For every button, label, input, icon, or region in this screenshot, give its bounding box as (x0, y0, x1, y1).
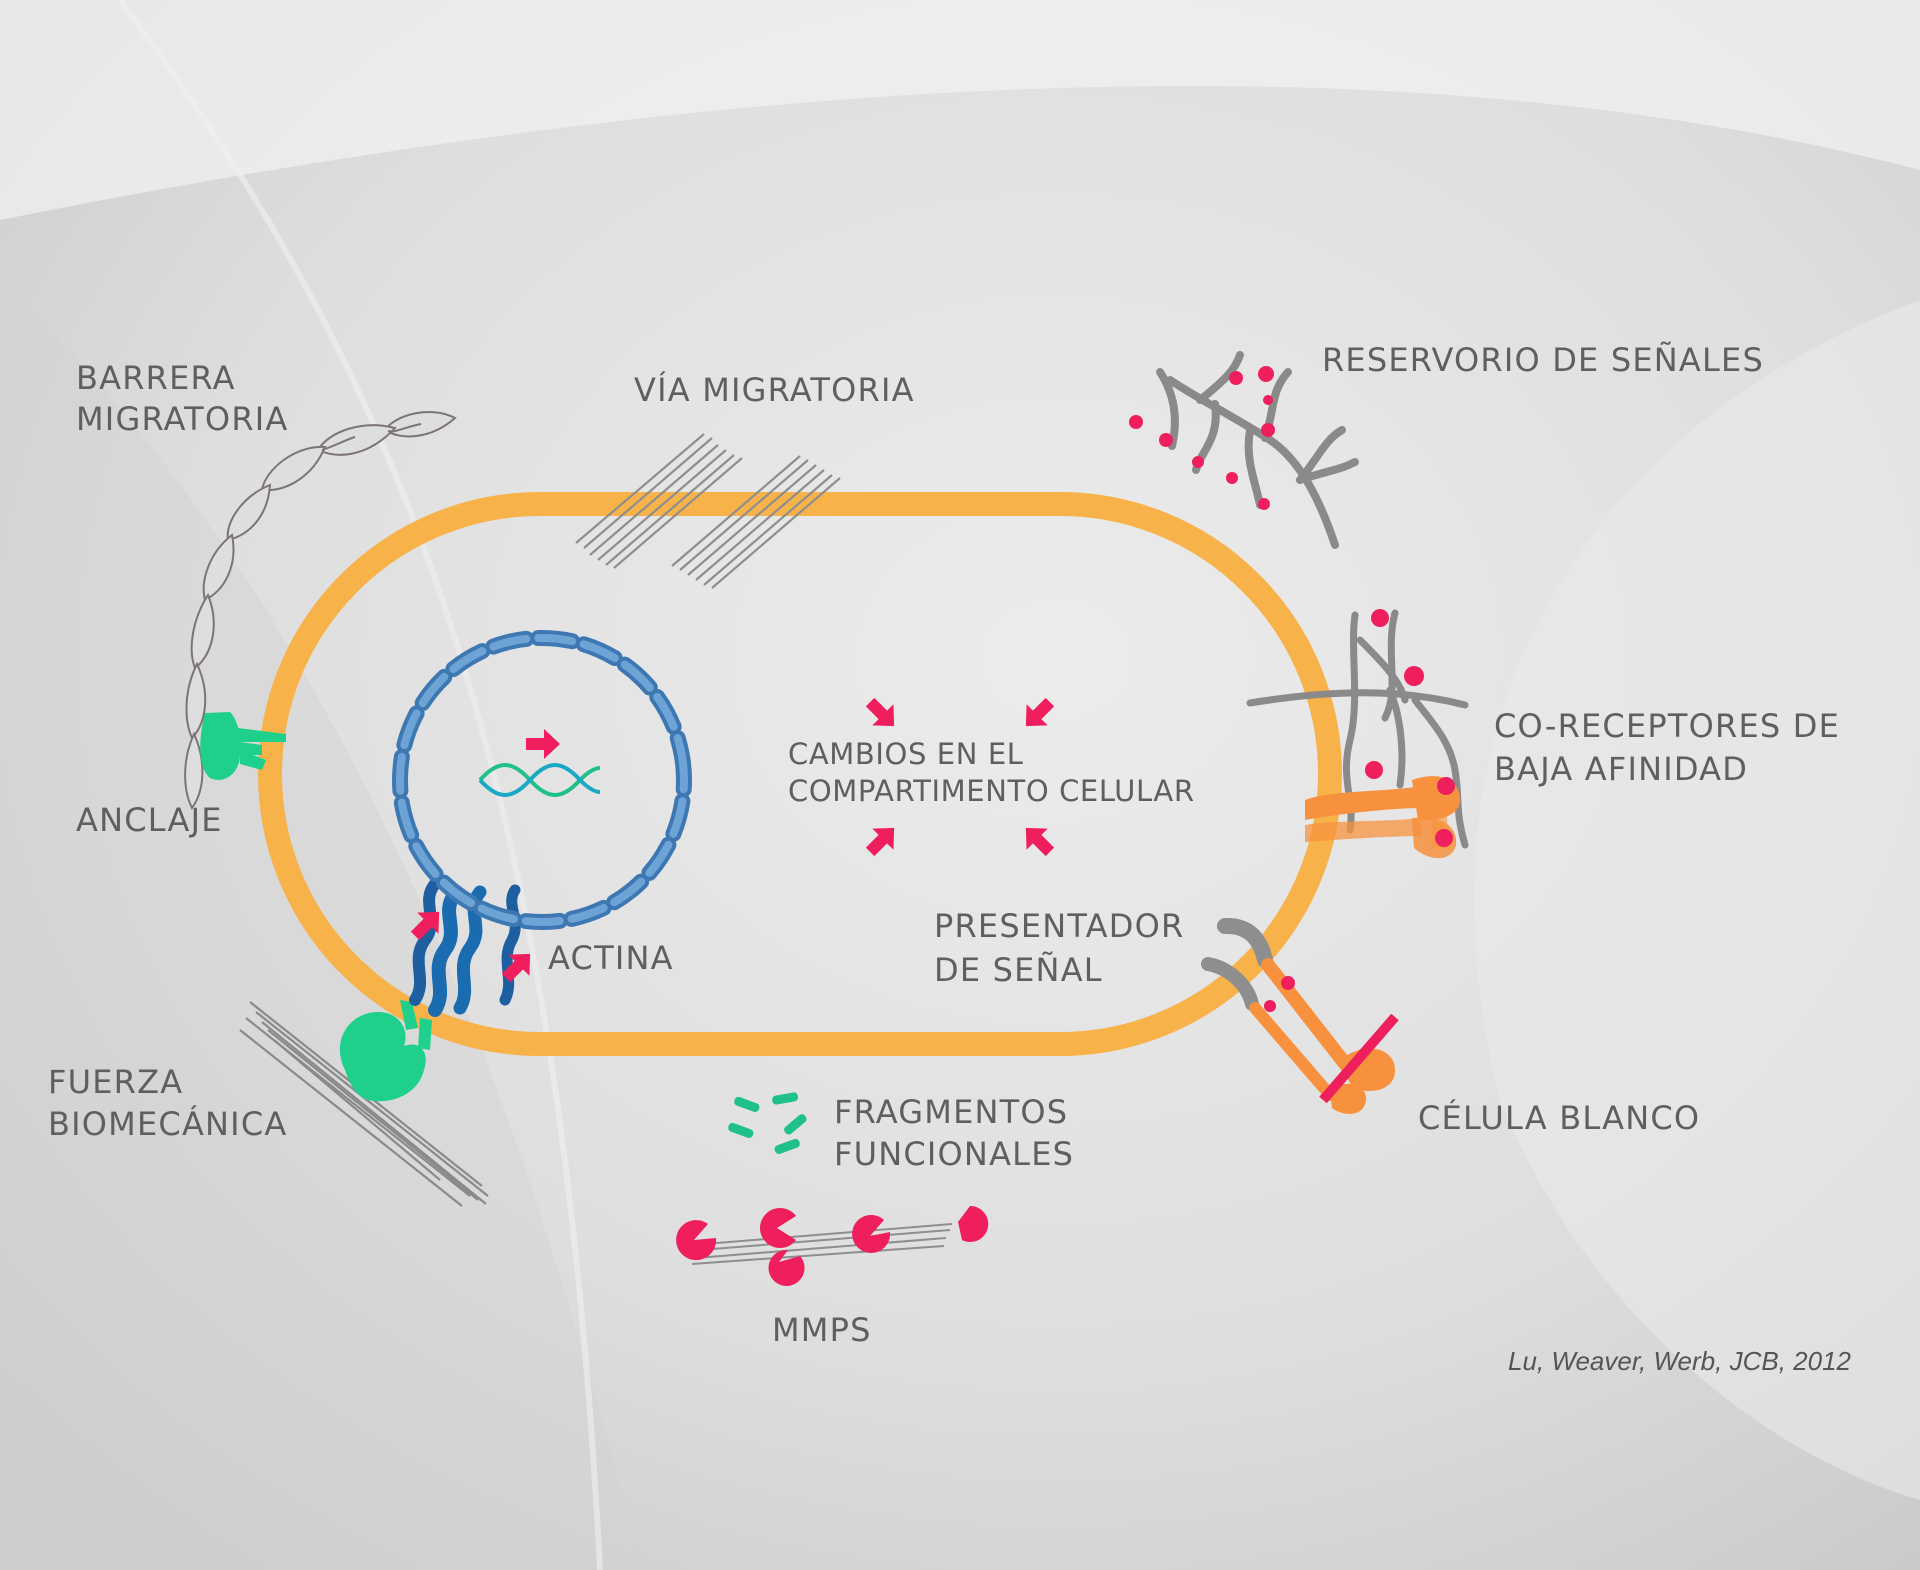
migration-fibers (575, 433, 841, 589)
signal-dot-icon (1264, 976, 1295, 1012)
label-barrier-line-2: MIGRATORIA (76, 400, 289, 438)
label-mmps: MMPS (772, 1311, 872, 1349)
label-signal-presenter-line-1: PRESENTADOR (934, 907, 1185, 945)
cell-membrane (258, 492, 1342, 1056)
coreceptor-fibers (1246, 609, 1469, 849)
label-fragments-line-2: FUNCIONALES (834, 1135, 1075, 1173)
label-anchor: ANCLAJE (76, 801, 223, 839)
label-cell-changes-line-1: CAMBIOS EN EL (788, 737, 1024, 771)
anchor-protein (200, 712, 286, 780)
arrow-icon (859, 691, 905, 737)
target-cell-block (1319, 1013, 1399, 1104)
mmp-fibers (691, 1223, 953, 1265)
citation: Lu, Weaver, Werb, JCB, 2012 (1508, 1346, 1851, 1376)
label-force-line-2: BIOMECÁNICA (48, 1105, 288, 1143)
label-cell-changes-line-2: COMPARTIMENTO CELULAR (788, 774, 1195, 808)
label-target-cell: CÉLULA BLANCO (1418, 1099, 1701, 1137)
dna-icon (478, 763, 601, 797)
functional-fragments (728, 1092, 807, 1155)
signal-dot-icon (1365, 609, 1455, 847)
label-migration-path: VÍA MIGRATORIA (634, 371, 915, 409)
signal-reservoir-fibers (1156, 351, 1359, 549)
signal-dot-icon (1129, 366, 1275, 510)
label-signal-reservoir: RESERVORIO DE SEÑALES (1322, 341, 1764, 379)
label-force-line-1: FUERZA (48, 1063, 184, 1101)
label-coreceptors-line-2: BAJA AFINIDAD (1494, 750, 1749, 788)
label-fragments-line-1: FRAGMENTOS (834, 1093, 1069, 1131)
arrow-icon (1015, 817, 1061, 863)
arrow-icon (859, 817, 905, 863)
label-coreceptors-line-1: CO-RECEPTORES DE (1494, 707, 1841, 745)
arrow-icon (526, 729, 560, 759)
mmp-pacman-icon (676, 1205, 989, 1286)
force-protein (339, 1000, 432, 1102)
barrier-fiber (184, 411, 457, 810)
label-barrier-line-1: BARRERA (76, 359, 236, 397)
label-signal-presenter-line-2: DE SEÑAL (934, 951, 1103, 989)
label-actin: ACTINA (548, 939, 674, 977)
arrow-icon (1015, 691, 1061, 737)
nucleus-inner (396, 634, 688, 926)
